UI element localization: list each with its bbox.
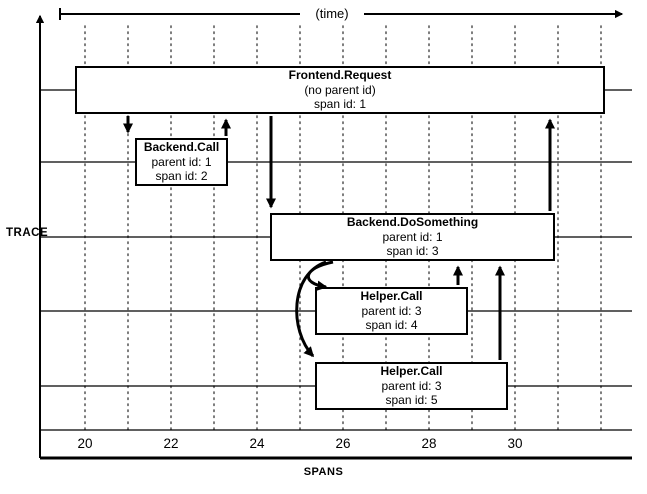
tick-28: 28	[421, 436, 437, 451]
trace-axis-label: TRACE	[6, 227, 49, 239]
span-id: span id: 4	[365, 318, 418, 333]
span-title: Helper.Call	[360, 289, 423, 304]
tick-24: 24	[249, 436, 265, 451]
span-box-helper-call-4: Helper.Call parent id: 3 span id: 4	[315, 287, 468, 335]
span-id: span id: 1	[313, 97, 367, 112]
span-box-backend-dosomething: Backend.DoSomething parent id: 1 span id…	[270, 213, 555, 261]
span-title: Backend.Call	[143, 140, 220, 155]
tick-20: 20	[77, 436, 93, 451]
span-box-backend-call: Backend.Call parent id: 1 span id: 2	[135, 138, 228, 186]
span-title: Helper.Call	[380, 364, 443, 379]
span-parent-id: parent id: 3	[381, 378, 442, 393]
span-parent-id: parent id: 1	[382, 229, 443, 244]
span-parent-id: parent id: 1	[151, 154, 212, 169]
span-box-frontend-request: Frontend.Request (no parent id) span id:…	[75, 66, 605, 114]
span-box-helper-call-5: Helper.Call parent id: 3 span id: 5	[315, 362, 508, 410]
tick-30: 30	[507, 436, 523, 451]
span-id: span id: 2	[155, 169, 208, 184]
span-title: Frontend.Request	[288, 68, 392, 83]
span-title: Backend.DoSomething	[346, 215, 479, 230]
time-axis-label: (time)	[300, 6, 364, 21]
tick-22: 22	[163, 436, 179, 451]
spans-axis-label: SPANS	[303, 466, 344, 478]
span-id: span id: 3	[386, 244, 439, 259]
span-parent-id: parent id: 3	[361, 303, 422, 318]
tick-26: 26	[335, 436, 351, 451]
span-id: span id: 5	[385, 393, 438, 408]
span-parent-id: (no parent id)	[304, 82, 376, 97]
